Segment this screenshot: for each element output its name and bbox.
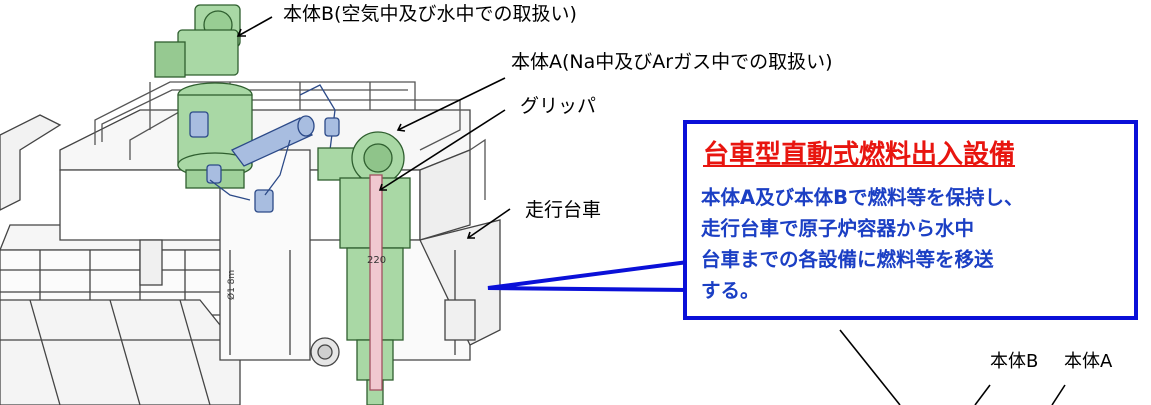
body-b-label: 本体B(空気中及び水中での取扱い) — [283, 3, 577, 25]
leader-lines — [236, 16, 1066, 405]
callout-pointer — [487, 259, 690, 293]
base-platform — [0, 114, 241, 405]
callout-line: する。 — [701, 279, 760, 302]
callout-line: 台車までの各設備に燃料等を移送 — [701, 248, 994, 271]
trolley-label: 走行台車 — [525, 199, 602, 221]
body-a-small-label: 本体A — [1064, 351, 1113, 372]
body-b-small-label: 本体B — [990, 351, 1039, 372]
callout-line: 本体A及び本体Bで燃料等を保持し、 — [701, 186, 1024, 209]
body-a-unit — [317, 131, 411, 405]
callout-box: 台車型直動式燃料出入設備 本体A及び本体Bで燃料等を保持し、 走行台車で原子炉容… — [683, 120, 1138, 320]
dimension-text: 220 — [367, 255, 386, 266]
gripper-label: グリッパ — [520, 95, 597, 117]
body-a-label: 本体A(Na中及びArガス中での取扱い) — [511, 51, 833, 73]
side-text: Ø1 8m — [226, 270, 237, 300]
callout-line: 走行台車で原子炉容器から水中 — [701, 217, 975, 240]
transfer-cylinder — [189, 84, 340, 213]
callout-title: 台車型直動式燃料出入設備 — [703, 140, 1016, 170]
callout-body: 本体A及び本体Bで燃料等を保持し、 走行台車で原子炉容器から水中 台車までの各設… — [701, 182, 1131, 306]
handrails — [94, 81, 486, 200]
